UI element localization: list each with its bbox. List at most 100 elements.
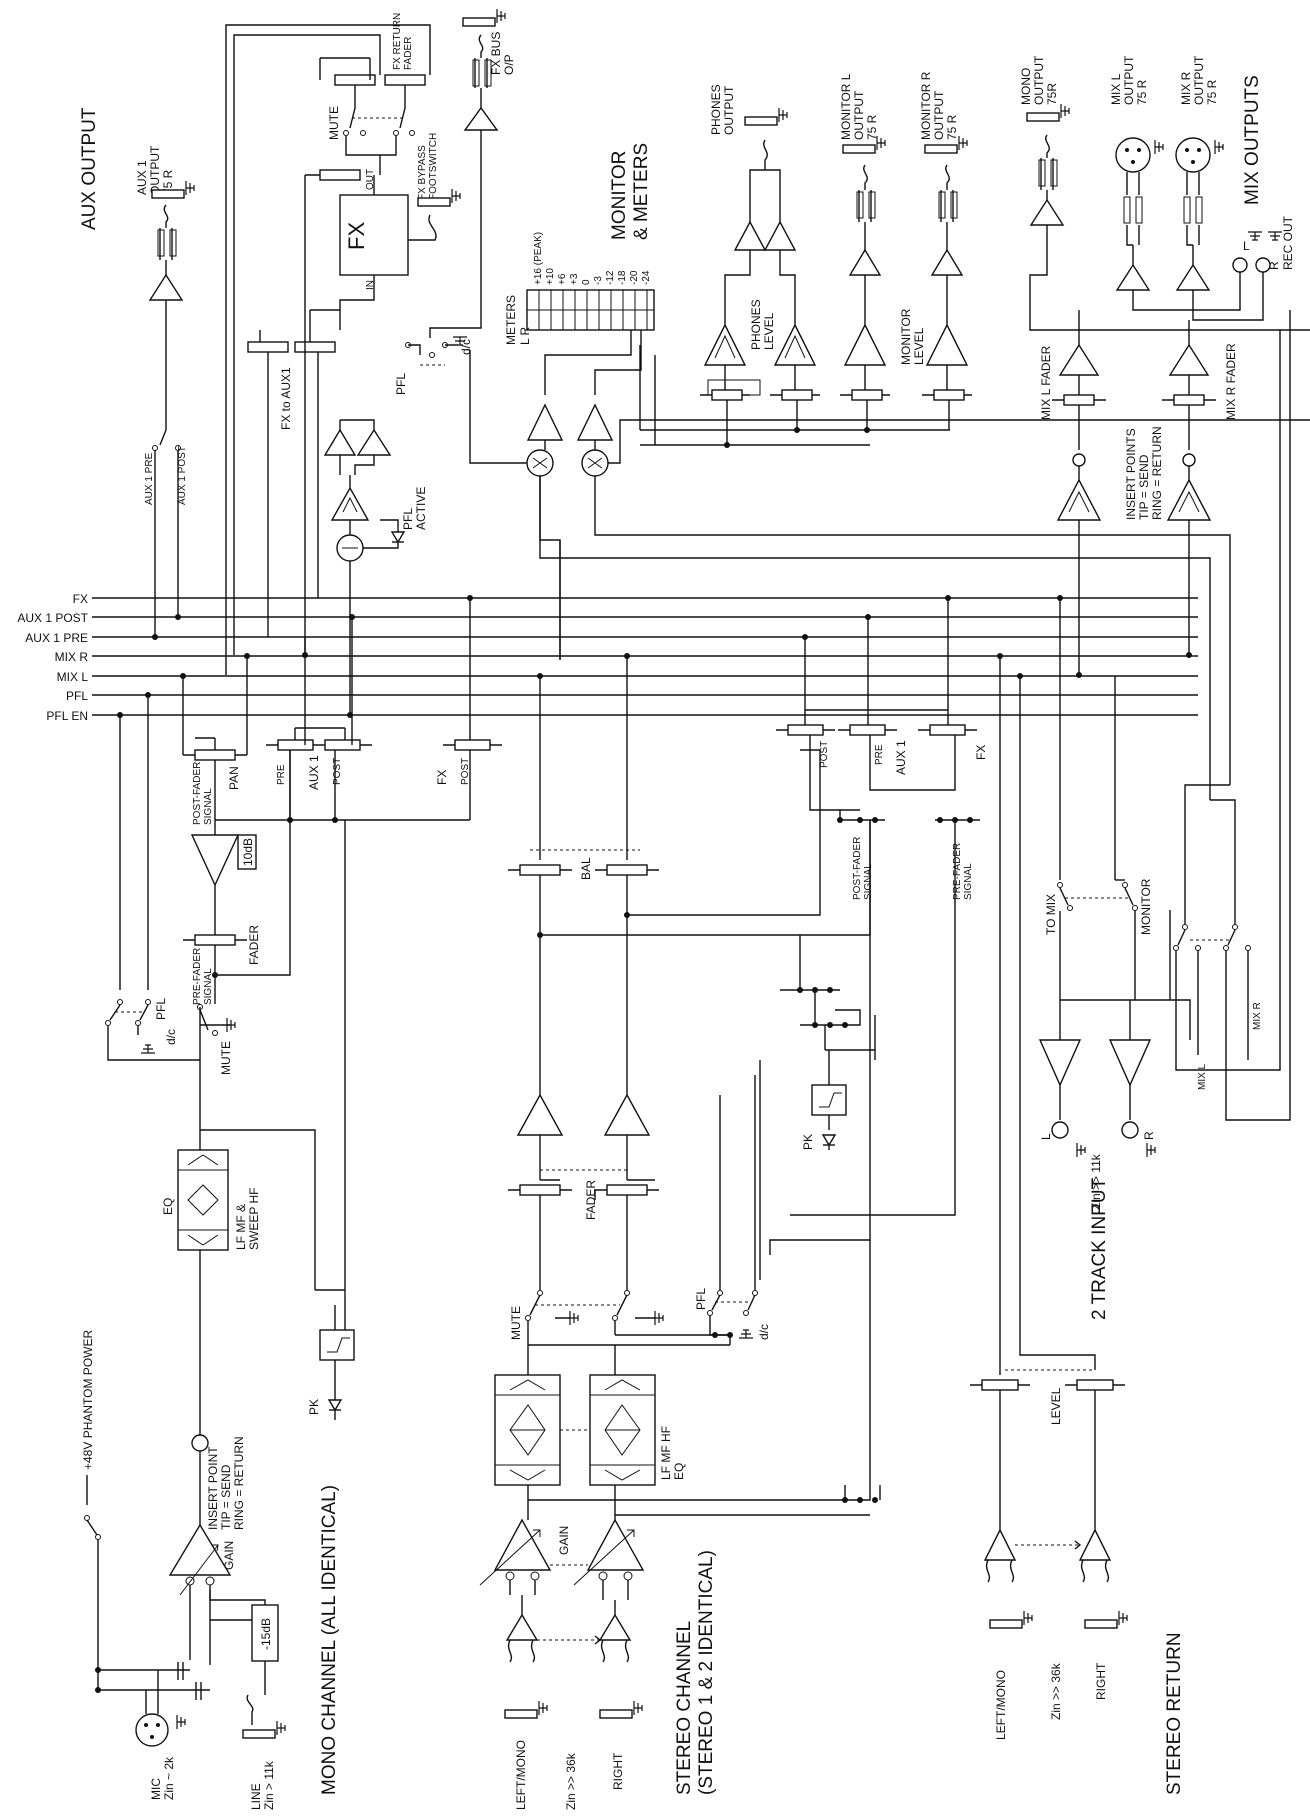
mono-output-l3: 75R bbox=[1045, 83, 1059, 105]
mic-label-l1: MIC bbox=[149, 1778, 163, 1800]
track-monitor-label: MONITOR bbox=[1139, 878, 1153, 935]
stereo-return-level-label: LEVEL bbox=[1049, 1387, 1063, 1425]
svg-text:MONITOR ROUTPUT75 R: MONITOR ROUTPUT75 R bbox=[919, 71, 959, 140]
svg-text:STEREO CHANNEL(STEREO 1 & 2 ID: STEREO CHANNEL(STEREO 1 & 2 IDENTICAL) bbox=[674, 1550, 717, 1795]
mono-gain-label: GAIN bbox=[222, 1541, 236, 1570]
stereo-mute-label: MUTE bbox=[509, 1306, 523, 1340]
two-track-title: 2 TRACK INPUT bbox=[1089, 1177, 1110, 1320]
svg-text:MICZin ~ 2k: MICZin ~ 2k bbox=[149, 1756, 176, 1800]
aux1-pre-label: AUX 1 PRE bbox=[144, 452, 155, 505]
svg-text:MIX ROUTPUT75 R: MIX ROUTPUT75 R bbox=[1179, 55, 1219, 105]
mono-channel-title: MONO CHANNEL (ALL IDENTICAL) bbox=[319, 1485, 340, 1795]
stereo-gain-amp-right bbox=[586, 1518, 645, 1571]
mic-xlr-icon bbox=[135, 1713, 169, 1747]
stereo-gain-label: GAIN bbox=[557, 1526, 571, 1555]
meters-label: METERS bbox=[504, 295, 518, 345]
stereo-return-section: STEREO RETURN LEVEL LEFT/MONO Zin >> 36k… bbox=[970, 653, 1185, 1795]
monitor-r-out-amp bbox=[930, 248, 964, 276]
svg-text:PHONESLEVEL: PHONESLEVEL bbox=[749, 299, 776, 350]
stereo-fader-label: FADER bbox=[584, 1180, 598, 1220]
bus-label-aux1-post: AUX 1 POST bbox=[17, 611, 88, 625]
monitor-r-output-l3: 75 R bbox=[945, 114, 959, 140]
phones-amp-right bbox=[763, 220, 797, 251]
aux-output-title: AUX OUTPUT bbox=[79, 107, 100, 230]
fx-out-label: OUT bbox=[365, 169, 376, 190]
mono-insert-l1: INSERT POINT bbox=[206, 1446, 220, 1530]
pfl-active-l2: ACTIVE bbox=[414, 487, 428, 530]
rec-out-label: REC OUT bbox=[1281, 215, 1295, 270]
monitor-level-amp-l bbox=[843, 323, 887, 366]
stereo-post-label: POST bbox=[819, 741, 830, 768]
fx-processor-label: FX bbox=[344, 222, 369, 250]
meter-scale-6: -12 bbox=[605, 270, 616, 285]
svg-text:MONOOUTPUT75R: MONOOUTPUT75R bbox=[1019, 55, 1059, 105]
svg-text:POST-FADERSIGNAL: POST-FADERSIGNAL bbox=[192, 762, 214, 825]
svg-text:MONITOR& METERS: MONITOR& METERS bbox=[609, 143, 652, 240]
two-track-l-label: L bbox=[1039, 1133, 1053, 1140]
phones-level-l1: PHONES bbox=[749, 299, 763, 350]
mix-r-out-amp bbox=[1175, 263, 1211, 291]
meter-scale-3: +3 bbox=[569, 273, 580, 285]
mono-eq-block bbox=[177, 1149, 229, 1251]
stereo-channel-section: STEREO CHANNEL(STEREO 1 & 2 IDENTICAL) B… bbox=[479, 595, 988, 1810]
mono-insert-l2: TIP = SEND bbox=[219, 1464, 233, 1530]
aux1-output-amp bbox=[148, 273, 184, 301]
return-left-mono-label: LEFT/MONO bbox=[994, 1670, 1008, 1740]
insert-points-l3: RING = RETURN bbox=[1150, 426, 1164, 520]
mix-l-out-amp bbox=[1115, 263, 1151, 291]
two-track-amp-left bbox=[1038, 1039, 1082, 1087]
fx-section: FX RETURNFADER MUTE FX OUT IN FX BYPASSF… bbox=[225, 8, 516, 675]
phantom-power-label: +48V PHANTOM POWER bbox=[81, 1330, 95, 1470]
mic-label-l2: Zin ~ 2k bbox=[162, 1756, 176, 1800]
stereo-return-buffer-left bbox=[983, 1528, 1017, 1561]
stereo-post-fader-l1: POST-FADER bbox=[852, 837, 863, 900]
svg-text:PRE-FADERSIGNAL: PRE-FADERSIGNAL bbox=[952, 843, 974, 900]
mix-r-sum-amp bbox=[1166, 478, 1212, 521]
mono-eq-bands-l1: LF MF & bbox=[234, 1204, 248, 1250]
stereo-return-title: STEREO RETURN bbox=[1164, 1632, 1185, 1795]
mono-output-l1: MONO bbox=[1019, 68, 1033, 105]
monitor-l-output-l3: 75 R bbox=[865, 114, 879, 140]
line-label-l2: Zin > 11k bbox=[262, 1760, 276, 1810]
svg-text:INSERT POINTTIP = SENDRING = R: INSERT POINTTIP = SENDRING = RETURN bbox=[206, 1436, 246, 1530]
stereo-pre-fader-l1: PRE-FADER bbox=[952, 843, 963, 900]
mix-outputs-title: MIX OUTPUTS bbox=[1242, 75, 1263, 205]
fx-return-fader-l1: FX RETURN bbox=[392, 13, 403, 70]
two-track-zin-label: Zin >> 11k bbox=[1089, 1153, 1103, 1210]
line-jack-icon bbox=[242, 1729, 276, 1739]
stereo-aux1-label: AUX 1 bbox=[894, 740, 908, 775]
pfl-amp-left bbox=[323, 428, 357, 456]
mix-r-fader-label: MIX R FADER bbox=[1224, 343, 1238, 420]
mix-l-fader-label: MIX L FADER bbox=[1039, 345, 1053, 420]
line-label-l1: LINE bbox=[249, 1783, 263, 1810]
stereo-post-fader-l2: SIGNAL bbox=[863, 863, 874, 900]
svg-text:LF MF &SWEEP HF: LF MF &SWEEP HF bbox=[234, 1188, 261, 1250]
mono-post-label: POST bbox=[332, 758, 343, 785]
mono-fx-post-label: POST bbox=[460, 758, 471, 785]
aux1-jack-icon bbox=[151, 189, 185, 199]
mono-pk-label: PK bbox=[307, 1399, 321, 1415]
mix-l-sum-amp bbox=[1056, 478, 1102, 521]
two-track-r-label: R bbox=[1142, 1131, 1156, 1140]
monitor-r-jack-icon bbox=[924, 144, 958, 154]
bus-lines bbox=[92, 597, 1198, 716]
mono-pfl-switch-label: PFL bbox=[154, 998, 168, 1020]
svg-text:PHONESOUTPUT: PHONESOUTPUT bbox=[709, 84, 736, 135]
svg-text:LF MF HFEQ: LF MF HFEQ bbox=[659, 1426, 686, 1480]
stereo-pfl-label: PFL bbox=[694, 1288, 708, 1310]
meter-amp-left bbox=[526, 403, 564, 441]
monitor-l-output-l1: MONITOR L bbox=[839, 73, 853, 140]
mix-r-switch-label: MIX R bbox=[1252, 1002, 1263, 1030]
insert-points-l1: INSERT POINTS bbox=[1124, 428, 1138, 520]
stereo-pre-fader-l2: SIGNAL bbox=[963, 863, 974, 900]
stereo-preamp-right bbox=[603, 1093, 651, 1136]
monitor-level-l2: LEVEL bbox=[912, 327, 926, 365]
mono-dc-label: d/c bbox=[164, 1029, 178, 1045]
mono-mute-label: MUTE bbox=[219, 1041, 233, 1075]
stereo-left-mono-label: LEFT/MONO bbox=[514, 1740, 528, 1810]
meter-scale-2: +6 bbox=[557, 273, 568, 285]
aux-output-section: AUX OUTPUT AUX 1OUTPUT75 R AUX 1 PRE AUX… bbox=[79, 107, 195, 640]
stereo-pk-label: PK bbox=[801, 1134, 815, 1150]
meter-scale-4: 0 bbox=[581, 279, 592, 285]
phones-level-l2: LEVEL bbox=[762, 312, 776, 350]
